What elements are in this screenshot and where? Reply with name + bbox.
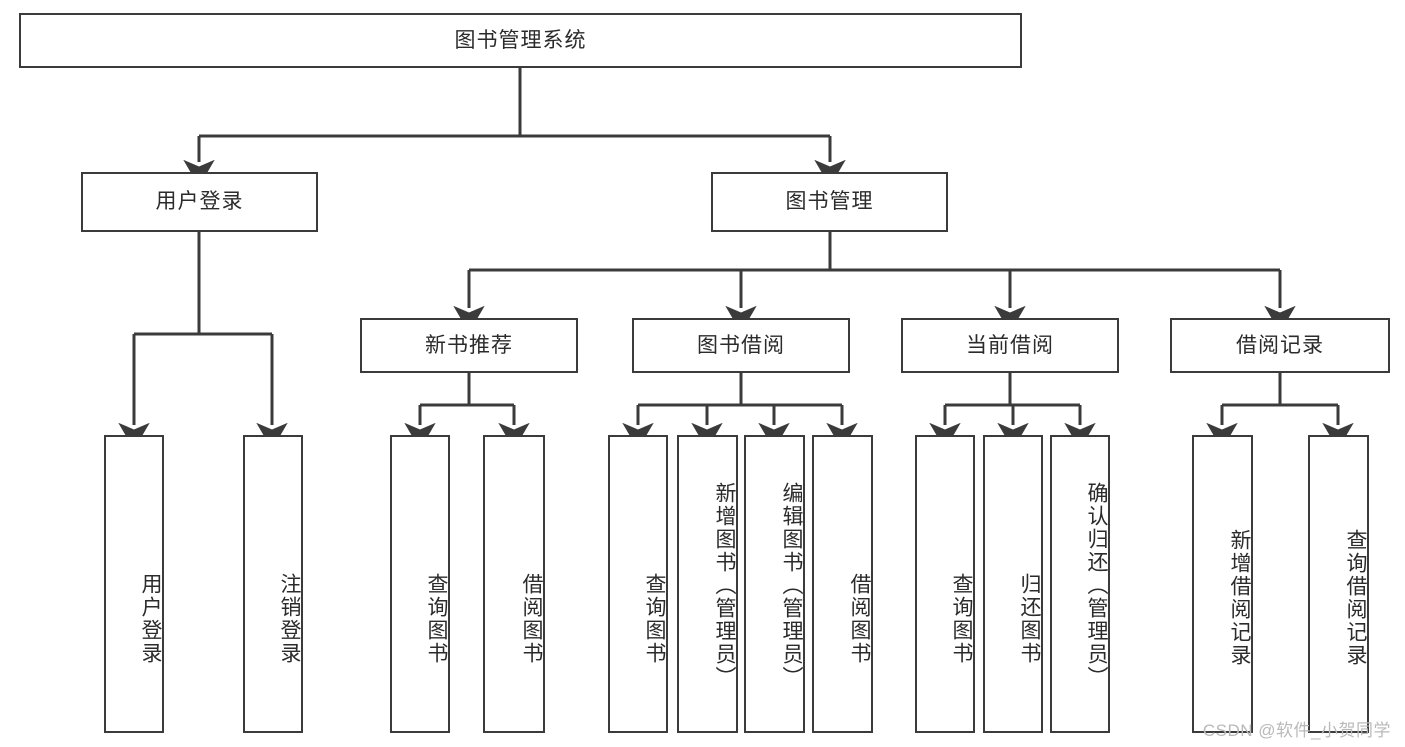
node-current-borrow[interactable]: 当前借阅 (901, 318, 1119, 373)
node-book-management[interactable]: 图书管理 (711, 172, 948, 232)
node-leaf-edit-book[interactable]: 编辑图书（管理员） (744, 435, 805, 733)
node-leaf-confirm-return-label: 确认归还（管理员） (1085, 481, 1108, 689)
node-book-management-label: 图书管理 (785, 190, 874, 214)
node-leaf-confirm-return[interactable]: 确认归还（管理员） (1050, 435, 1110, 733)
node-borrow-record-label: 借阅记录 (1236, 333, 1324, 357)
node-leaf-logout-login[interactable]: 注销登录 (243, 435, 303, 733)
node-leaf-borrow-book-2-label: 借阅图书 (848, 573, 871, 665)
node-leaf-return-book-label: 归还图书 (1018, 573, 1041, 665)
node-borrow-record[interactable]: 借阅记录 (1170, 318, 1390, 373)
node-leaf-query-record-label: 查询借阅记录 (1344, 529, 1367, 667)
node-book-borrow[interactable]: 图书借阅 (632, 318, 850, 373)
node-root[interactable]: 图书管理系统 (19, 13, 1022, 68)
node-leaf-edit-book-label: 编辑图书（管理员） (780, 481, 803, 689)
node-leaf-return-book[interactable]: 归还图书 (983, 435, 1043, 733)
node-leaf-query-book-3-label: 查询图书 (950, 573, 973, 665)
node-leaf-query-book-1[interactable]: 查询图书 (390, 435, 450, 733)
node-leaf-query-book-2[interactable]: 查询图书 (608, 435, 668, 733)
node-user-login[interactable]: 用户登录 (81, 172, 318, 232)
node-leaf-user-login-label: 用户登录 (139, 573, 162, 665)
node-leaf-query-book-3[interactable]: 查询图书 (915, 435, 975, 733)
node-leaf-borrow-book-1-label: 借阅图书 (520, 573, 543, 665)
node-current-borrow-label: 当前借阅 (966, 333, 1054, 357)
node-leaf-user-login[interactable]: 用户登录 (104, 435, 164, 733)
watermark-text: CSDN @软件_小贺同学 (1202, 721, 1391, 740)
node-leaf-query-book-2-label: 查询图书 (643, 573, 666, 665)
node-new-book-recommend-label: 新书推荐 (425, 333, 513, 357)
node-leaf-borrow-book-1[interactable]: 借阅图书 (483, 435, 545, 733)
node-leaf-add-record[interactable]: 新增借阅记录 (1192, 435, 1253, 733)
node-leaf-logout-login-label: 注销登录 (278, 573, 301, 665)
node-leaf-add-book-label: 新增图书（管理员） (713, 481, 736, 689)
node-leaf-add-record-label: 新增借阅记录 (1228, 529, 1251, 667)
node-leaf-borrow-book-2[interactable]: 借阅图书 (812, 435, 873, 733)
node-leaf-query-record[interactable]: 查询借阅记录 (1308, 435, 1369, 733)
node-leaf-query-book-1-label: 查询图书 (425, 573, 448, 665)
node-user-login-label: 用户登录 (155, 190, 244, 214)
node-leaf-add-book[interactable]: 新增图书（管理员） (677, 435, 738, 733)
node-root-label: 图书管理系统 (454, 28, 587, 52)
node-new-book-recommend[interactable]: 新书推荐 (360, 318, 578, 373)
node-book-borrow-label: 图书借阅 (697, 333, 785, 357)
